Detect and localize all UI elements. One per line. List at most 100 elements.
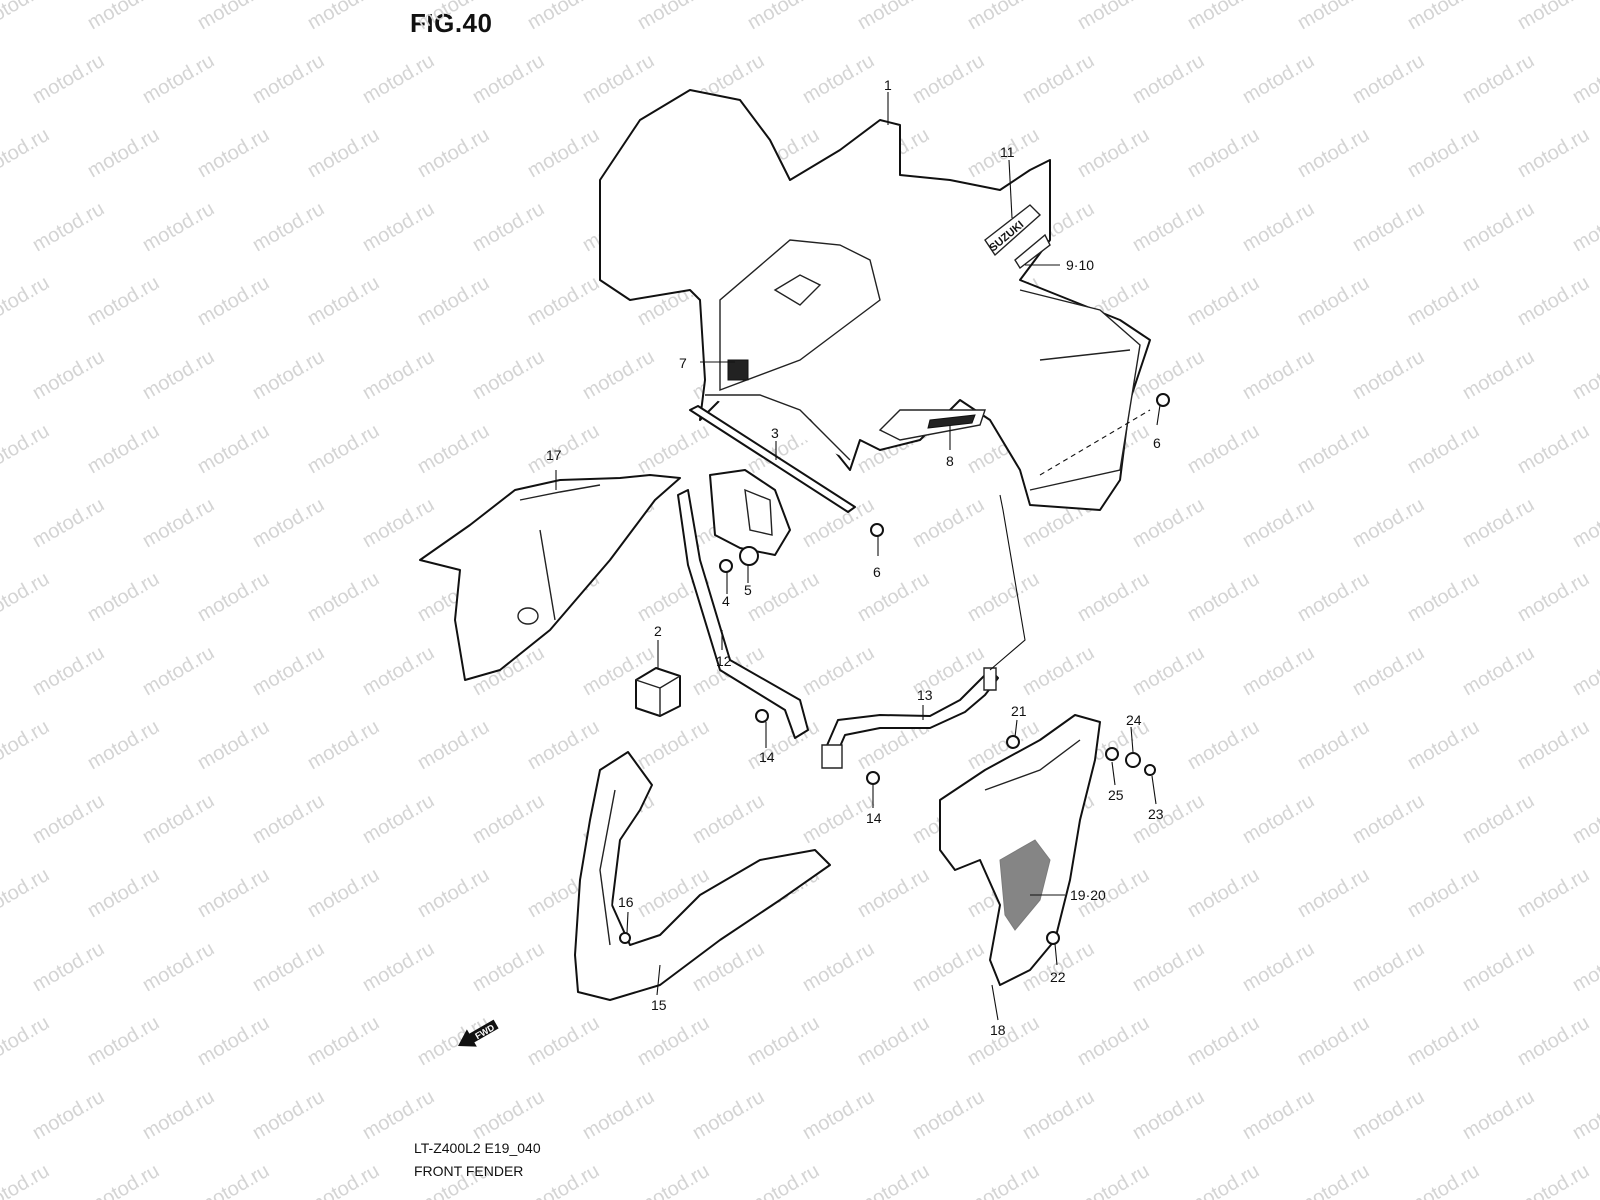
side-panel-left[interactable] <box>419 474 681 681</box>
watermark-text: motod.ru <box>0 716 53 775</box>
watermark-text: motod.ru <box>249 938 328 997</box>
watermark-text: motod.ru <box>689 790 768 849</box>
watermark-text: motod.ru <box>194 716 273 775</box>
watermark-text: motod.ru <box>359 198 438 257</box>
watermark-text: motod.ru <box>84 420 163 479</box>
watermark-text: motod.ru <box>1459 494 1538 553</box>
callout-3: 3 <box>771 425 779 441</box>
watermark-text: motod.ru <box>1459 642 1538 701</box>
watermark-text: motod.ru <box>634 1160 713 1200</box>
brace-right[interactable] <box>821 667 999 769</box>
watermark-text: motod.ru <box>359 346 438 405</box>
watermark-text: motod.ru <box>0 864 53 923</box>
watermark-text: motod.ru <box>524 0 603 34</box>
watermark-text: motod.ru <box>194 1012 273 1071</box>
watermark-text: motod.ru <box>1184 716 1263 775</box>
watermark-text: motod.ru <box>1349 938 1428 997</box>
watermark-text: motod.ru <box>1569 50 1600 109</box>
watermark-text: motod.ru <box>1074 1012 1153 1071</box>
watermark-text: motod.ru <box>139 346 218 405</box>
watermark-text: motod.ru <box>854 568 933 627</box>
watermark-text: motod.ru <box>1569 938 1600 997</box>
watermark-text: motod.ru <box>84 124 163 183</box>
watermark-text: motod.ru <box>1404 0 1483 34</box>
decal-lower[interactable] <box>878 409 986 441</box>
decal-side-right[interactable] <box>1014 233 1051 270</box>
model-code: LT-Z400L2 E19_040 <box>414 1140 541 1156</box>
watermark-text: motod.ru <box>1404 864 1483 923</box>
decal-left[interactable] <box>719 239 881 392</box>
watermark-text: motod.ru <box>414 1012 493 1071</box>
watermark-text: motod.ru <box>1184 0 1263 34</box>
watermark-text: motod.ru <box>1294 1160 1373 1200</box>
watermark-text: motod.ru <box>1349 1086 1428 1145</box>
callout-13: 13 <box>917 687 933 703</box>
bracket-mount[interactable] <box>709 469 791 556</box>
watermark-text: motod.ru <box>0 568 53 627</box>
watermark-text: motod.ru <box>84 568 163 627</box>
watermark-text: motod.ru <box>1129 50 1208 109</box>
watermark-text: motod.ru <box>1184 124 1263 183</box>
watermark-text: motod.ru <box>304 124 383 183</box>
watermark-text: motod.ru <box>1404 568 1483 627</box>
watermark-text: motod.ru <box>1349 494 1428 553</box>
watermark-text: motod.ru <box>194 1160 273 1200</box>
watermark-text: motod.ru <box>634 420 713 479</box>
watermark-text: motod.ru <box>1514 420 1593 479</box>
watermark-text: motod.ru <box>524 124 603 183</box>
watermark-text: motod.ru <box>1129 1086 1208 1145</box>
callout-7: 7 <box>679 355 687 371</box>
watermark-text: motod.ru <box>524 272 603 331</box>
watermark-text: motod.ru <box>1294 124 1373 183</box>
watermark-text: motod.ru <box>1019 1086 1098 1145</box>
watermark-text: motod.ru <box>84 1012 163 1071</box>
watermark-text: motod.ru <box>744 0 823 34</box>
watermark-text: motod.ru <box>579 1086 658 1145</box>
callout-18: 18 <box>990 1022 1006 1038</box>
watermark-text: motod.ru <box>1404 420 1483 479</box>
watermark-text: motod.ru <box>469 1086 548 1145</box>
watermark-text: motod.ru <box>359 1086 438 1145</box>
watermark-text: motod.ru <box>579 50 658 109</box>
callout-24: 24 <box>1126 712 1142 728</box>
watermark-text: motod.ru <box>359 642 438 701</box>
callout-4: 4 <box>722 593 730 609</box>
brace-left[interactable] <box>677 489 809 739</box>
watermark-text: motod.ru <box>469 50 548 109</box>
watermark-text: motod.ru <box>414 124 493 183</box>
watermark-text: motod.ru <box>84 272 163 331</box>
watermark-text: motod.ru <box>1459 938 1538 997</box>
watermark-text: motod.ru <box>469 790 548 849</box>
small-block[interactable] <box>635 667 681 717</box>
watermark-text: motod.ru <box>359 790 438 849</box>
bolt-set[interactable] <box>619 393 1170 945</box>
watermark-text: motod.ru <box>1294 716 1373 775</box>
callout-22: 22 <box>1050 969 1066 985</box>
front-bar[interactable] <box>689 405 856 513</box>
watermark-text: motod.ru <box>909 938 988 997</box>
watermark-text: motod.ru <box>469 346 548 405</box>
watermark-text: motod.ru <box>29 938 108 997</box>
lower-guard[interactable] <box>574 751 831 1001</box>
watermark-text: motod.ru <box>249 494 328 553</box>
watermark-text: motod.ru <box>1129 198 1208 257</box>
watermark-text: motod.ru <box>139 1086 218 1145</box>
watermark-text: motod.ru <box>139 198 218 257</box>
watermark-text: motod.ru <box>29 494 108 553</box>
watermark-text: motod.ru <box>964 568 1043 627</box>
watermark-text: motod.ru <box>1514 124 1593 183</box>
callout-17: 17 <box>546 447 562 463</box>
watermark-text: motod.ru <box>1569 494 1600 553</box>
watermark-text: motod.ru <box>1459 346 1538 405</box>
callout-5: 5 <box>744 582 752 598</box>
watermark-text: motod.ru <box>1129 494 1208 553</box>
watermark-text: motod.ru <box>469 938 548 997</box>
watermark-text: motod.ru <box>799 50 878 109</box>
watermark-text: motod.ru <box>964 1160 1043 1200</box>
watermark-text: motod.ru <box>854 864 933 923</box>
watermark-text: motod.ru <box>1514 0 1593 34</box>
watermark-text: motod.ru <box>1404 1012 1483 1071</box>
side-panel-right[interactable] <box>939 714 1101 986</box>
watermark-text: motod.ru <box>689 1086 768 1145</box>
watermark-text: motod.ru <box>194 864 273 923</box>
